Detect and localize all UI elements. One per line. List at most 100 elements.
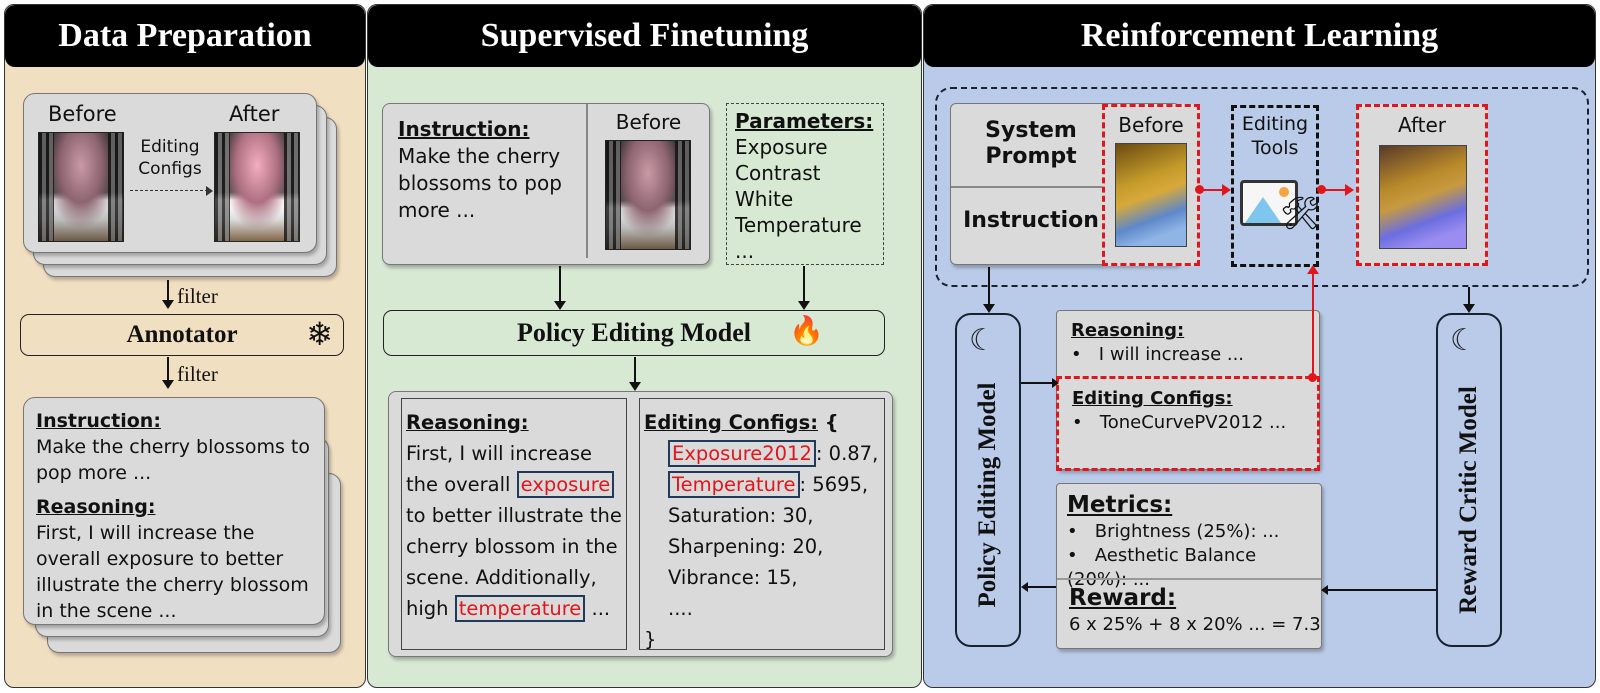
image-tools-icon — [1240, 180, 1298, 226]
parameter-item: Contrast — [735, 161, 821, 185]
parameter-item: ... — [735, 239, 755, 263]
after-image — [214, 132, 300, 242]
model-to-output-arrow — [629, 357, 641, 391]
config-item: Sharpening: 20, — [668, 535, 824, 558]
before-label: Before — [48, 102, 117, 126]
after-box: After — [1356, 104, 1488, 266]
annotator-box: Annotator ❄ — [20, 314, 344, 356]
sft-reasoning-heading: Reasoning: — [406, 411, 529, 434]
supervised-finetuning-title: Supervised Finetuning — [368, 5, 921, 67]
divider — [951, 186, 1111, 188]
configs-to-tools-arrow — [1312, 267, 1314, 377]
after-label: After — [229, 102, 280, 126]
metric-item: • Aesthetic Balance (20%): ... — [1067, 545, 1257, 590]
sft-reasoning-text: First, I will increase the overall expos… — [406, 442, 622, 622]
rl-output-card: Reasoning: • I will increase ... Editing… — [1056, 310, 1320, 471]
arrow-dot — [1317, 185, 1326, 194]
data-preparation-title: Data Preparation — [5, 5, 365, 67]
rl-before-image — [1115, 143, 1187, 247]
supervised-finetuning-panel: Supervised Finetuning Instruction: Make … — [367, 4, 922, 688]
metric-item: • Brightness (25%): ... — [1067, 521, 1280, 542]
configs-heading: Editing Configs: — [644, 411, 819, 434]
configs-ellipsis: .... — [668, 597, 693, 620]
arrow-head-icon — [1345, 184, 1354, 196]
model-logo-icon: ☾ — [1450, 324, 1477, 357]
before-after-card: Before After Editing Configs — [23, 93, 317, 253]
parameters-box: Parameters: Exposure Contrast White Temp… — [726, 103, 884, 265]
instruction-reasoning-card: Instruction: Make the cherry blossoms to… — [23, 397, 325, 625]
arrow-dot — [1195, 185, 1204, 194]
card-to-policy-arrow — [1024, 586, 1056, 588]
editing-tools-label: Editing Tools — [1241, 113, 1309, 159]
parameters-heading: Parameters: — [735, 109, 874, 133]
arrow-head-icon — [1307, 265, 1319, 274]
sft-before-image — [605, 140, 691, 250]
configs-heading-line: Editing Configs: { — [644, 411, 839, 434]
reinforcement-learning-panel: Reinforcement Learning System Prompt Ins… — [923, 4, 1596, 688]
editing-tools-box: Editing Tools 🛠 — [1231, 105, 1321, 267]
reasoning-text: First, I will increase the overall expos… — [36, 522, 309, 622]
reinforcement-learning-title: Reinforcement Learning — [924, 5, 1595, 67]
rl-reasoning-heading: Reasoning: — [1071, 320, 1185, 341]
arrow-head-icon — [206, 186, 213, 196]
rl-after-label: After — [1397, 113, 1447, 137]
before-to-tools-arrow — [1199, 189, 1225, 191]
filter-label-2: filter — [177, 362, 218, 386]
rl-instruction-label: Instruction — [963, 208, 1099, 233]
sft-output-card: Reasoning: First, I will increase the ov… — [388, 391, 893, 657]
sft-before-label: Before — [615, 110, 682, 134]
instruction-to-model-arrow — [554, 266, 566, 310]
filter-label-1: filter — [177, 284, 218, 308]
reward-to-card-arrow — [1324, 589, 1436, 591]
before-box: Before — [1102, 104, 1200, 266]
config-item: Vibrance: 15, — [668, 566, 798, 589]
reasoning-heading: Reasoning: — [36, 496, 156, 518]
divider — [1057, 578, 1321, 580]
prompt-to-policy-arrow — [983, 267, 995, 313]
system-prompt-label: System Prompt — [985, 118, 1077, 169]
rl-policy-editing-model: ☾ Policy Editing Model — [955, 313, 1021, 647]
metrics-heading: Metrics: — [1067, 492, 1173, 518]
parameter-item: Temperature — [735, 213, 862, 237]
editing-configs-box: Editing Configs: { Exposure2012: 0.87, T… — [639, 398, 885, 651]
parameter-item: White — [735, 187, 794, 211]
policy-model-label: Policy Editing Model — [974, 382, 1001, 608]
rl-configs-box: Editing Configs: • ToneCurvePV2012 ... — [1056, 376, 1320, 471]
config-item: Saturation: 30, — [668, 504, 814, 527]
arrow-head-icon — [1222, 184, 1231, 196]
tools-to-after-arrow — [1320, 189, 1348, 191]
snowflake-icon: ❄ — [306, 316, 333, 352]
divider — [586, 104, 588, 258]
policy-editing-model-label: Policy Editing Model — [517, 318, 751, 347]
rl-configs-heading: Editing Configs: — [1072, 388, 1233, 409]
parameter-item: Exposure — [735, 135, 828, 159]
reward-formula: 6 x 25% + 8 x 20% ... = 7.3 — [1069, 614, 1321, 635]
highlight-temperature: temperature — [454, 595, 586, 622]
reasoning-box: Reasoning: First, I will increase the ov… — [401, 398, 627, 650]
before-image — [38, 132, 124, 242]
policy-editing-model-box: Policy Editing Model 🔥 — [383, 310, 885, 356]
policy-to-output-arrow — [1021, 382, 1055, 384]
config-item: Exposure2012: 0.87, — [644, 438, 884, 469]
tools-icon: 🛠 — [1280, 195, 1321, 231]
rl-after-image — [1379, 145, 1467, 249]
sft-instruction-text: Make the cherry blossoms to pop more ... — [398, 144, 562, 222]
reward-model-label: Reward Critic Model — [1455, 386, 1482, 614]
dashed-arrow — [130, 190, 208, 191]
filter-arrow-1 — [162, 280, 174, 309]
config-item: Temperature: 5695, — [644, 469, 884, 500]
configs-close: } — [644, 628, 657, 651]
parameters-to-model-arrow — [798, 266, 810, 310]
instruction-text: Make the cherry blossoms to pop more ... — [36, 436, 310, 484]
after-to-reward-arrow — [1463, 287, 1475, 313]
reward-critic-model: ☾ Reward Critic Model — [1436, 313, 1502, 647]
fire-icon: 🔥 — [789, 315, 824, 346]
arrow-dot — [1308, 373, 1317, 382]
filter-arrow-2 — [162, 357, 174, 389]
arrow-head-icon — [1321, 585, 1328, 595]
model-logo-icon: ☾ — [969, 324, 996, 357]
editing-configs-label: Editing Configs — [138, 137, 202, 179]
annotator-label: Annotator — [126, 321, 238, 348]
rl-reasoning-item: • I will increase ... — [1071, 344, 1245, 365]
arrow-head-icon — [1052, 378, 1059, 388]
